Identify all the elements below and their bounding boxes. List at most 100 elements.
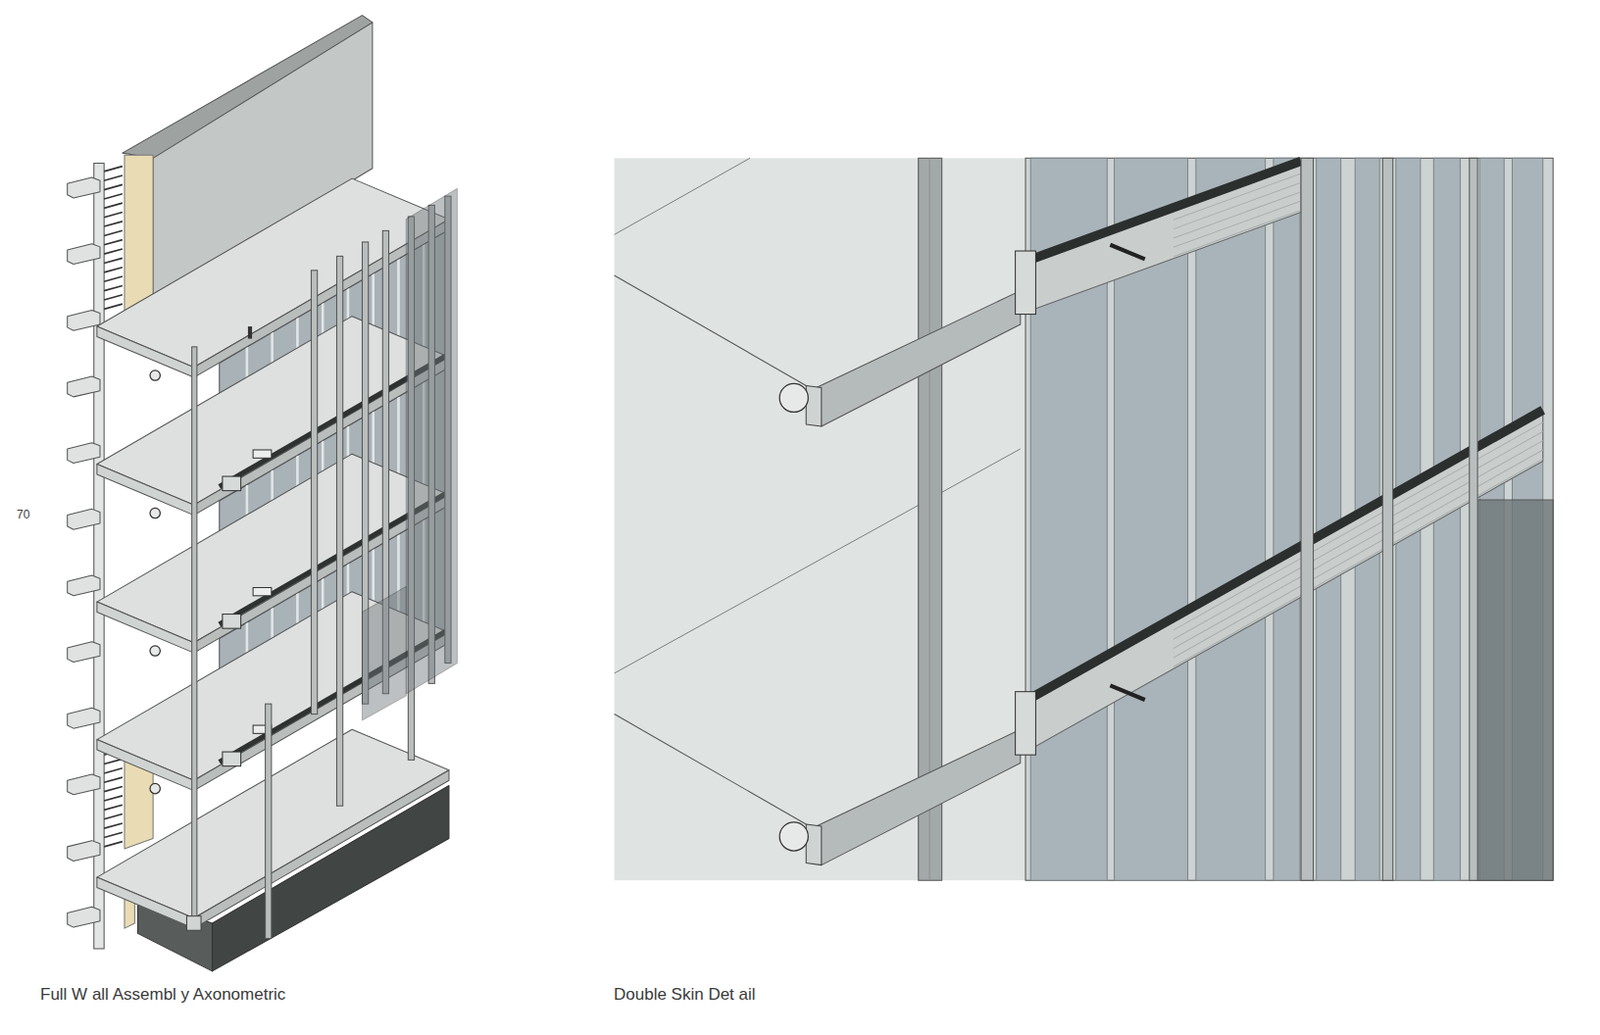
hatch [103,796,123,801]
fin [67,774,100,796]
catwalk-grate [1020,160,1301,263]
fin [67,841,100,862]
slab-edge [614,714,807,825]
hatch [103,211,123,217]
bracket [1015,692,1037,756]
hatch [103,249,123,254]
hatch [103,194,123,200]
bracket [222,476,242,492]
beam [816,729,1021,865]
drawing [67,15,1553,972]
beam-tube [150,507,160,518]
slab-cut [97,877,195,929]
spacer [614,291,1021,297]
fin [67,707,100,729]
bracket [222,751,242,767]
shade-panel [361,586,406,720]
bracket [248,326,252,339]
hatch [103,175,123,181]
hatch [103,814,123,820]
slab-cut [97,464,195,516]
insulation [124,154,153,316]
beam-tube [150,783,160,794]
beam-tube [779,383,808,412]
bracket [252,450,272,458]
floor-slab [97,729,450,919]
slab-end [805,385,822,427]
skin-fin [336,255,343,806]
slab-joint [614,157,750,235]
hatch [103,221,123,227]
beam-tube [150,370,160,381]
grate-line [1173,209,1301,256]
post [192,347,198,919]
grate-line [1173,422,1544,631]
slab-cut [97,326,195,378]
bracket-arm [1109,245,1145,260]
hatch [103,823,123,829]
slab-cut [97,601,195,653]
page-number: 70 [16,507,30,522]
fin [67,309,100,331]
bracket [252,588,272,597]
hatch [103,804,123,810]
grate-line [1173,182,1301,229]
bracket [1015,250,1037,315]
hatch [103,184,123,190]
hatch [103,276,123,282]
fin [67,642,100,663]
edge-column [94,163,104,950]
hatch [103,786,123,792]
skin-mullion [1300,157,1313,881]
fin [67,244,100,265]
hatch [103,768,123,774]
catwalk [1020,160,1301,314]
shade-panel [405,189,457,695]
beam [816,291,1021,427]
grate-line [1173,431,1544,640]
catwalk-grate [1020,409,1544,704]
parapet-cap [122,15,373,159]
slab-edge [614,275,807,386]
skin-mullion [1469,157,1478,881]
beam-tube [150,646,160,656]
grate-line [1173,458,1544,667]
grate-line [1173,441,1544,650]
hatch [103,842,123,848]
skin-fin [310,270,317,715]
fin [67,906,100,928]
shade-panel [1476,500,1553,881]
fin [67,443,100,464]
fin [67,177,100,199]
hatch [103,285,123,291]
hatch [103,267,123,273]
slab-joint [614,449,1021,674]
bracket-arm [1109,685,1145,700]
catwalk [1020,409,1544,755]
skin-mullion [1382,157,1393,881]
hatch [103,303,123,309]
hatch [103,240,123,246]
hatch [103,295,123,300]
hatch [103,777,123,783]
slab-cut [97,740,195,792]
glass-pane [1273,157,1300,881]
grate-line [1173,450,1544,658]
hatch [103,832,123,838]
grate-line [1173,200,1301,248]
hatch [103,166,123,172]
slab-end [805,824,822,866]
detail-ground [614,157,1554,881]
beam-tube [779,822,808,851]
hatch [103,257,123,263]
slab-edge [194,770,450,929]
figure-caption: Double Skin Det ail [613,985,756,1005]
fin [67,508,100,530]
figure-caption: Full W all Assembl y Axonometric [40,985,286,1005]
bracket [222,614,242,630]
hatch [103,230,123,236]
fin [67,376,100,398]
fin [67,575,100,597]
